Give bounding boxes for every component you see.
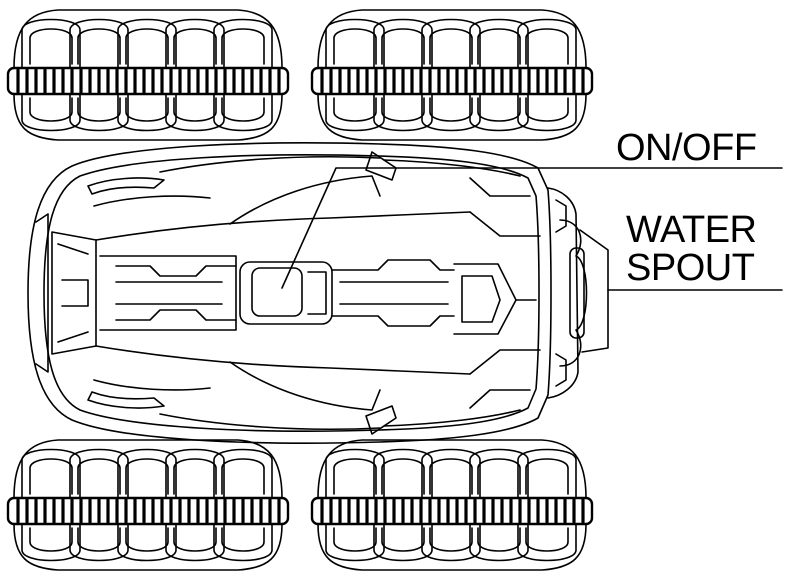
wheel-top-left (8, 10, 288, 140)
wheel-bottom-right (312, 440, 592, 570)
water-spout-callout-bracket (580, 230, 782, 352)
wheel-bottom-left (8, 440, 288, 570)
car-body (28, 143, 587, 443)
water-spout-label-line1: WATER (626, 209, 757, 251)
wheel-top-right (312, 10, 592, 140)
on-off-label: ON/OFF (616, 127, 757, 169)
on-off-callout-line (282, 168, 782, 288)
water-spout-label-line2: SPOUT (626, 247, 755, 289)
